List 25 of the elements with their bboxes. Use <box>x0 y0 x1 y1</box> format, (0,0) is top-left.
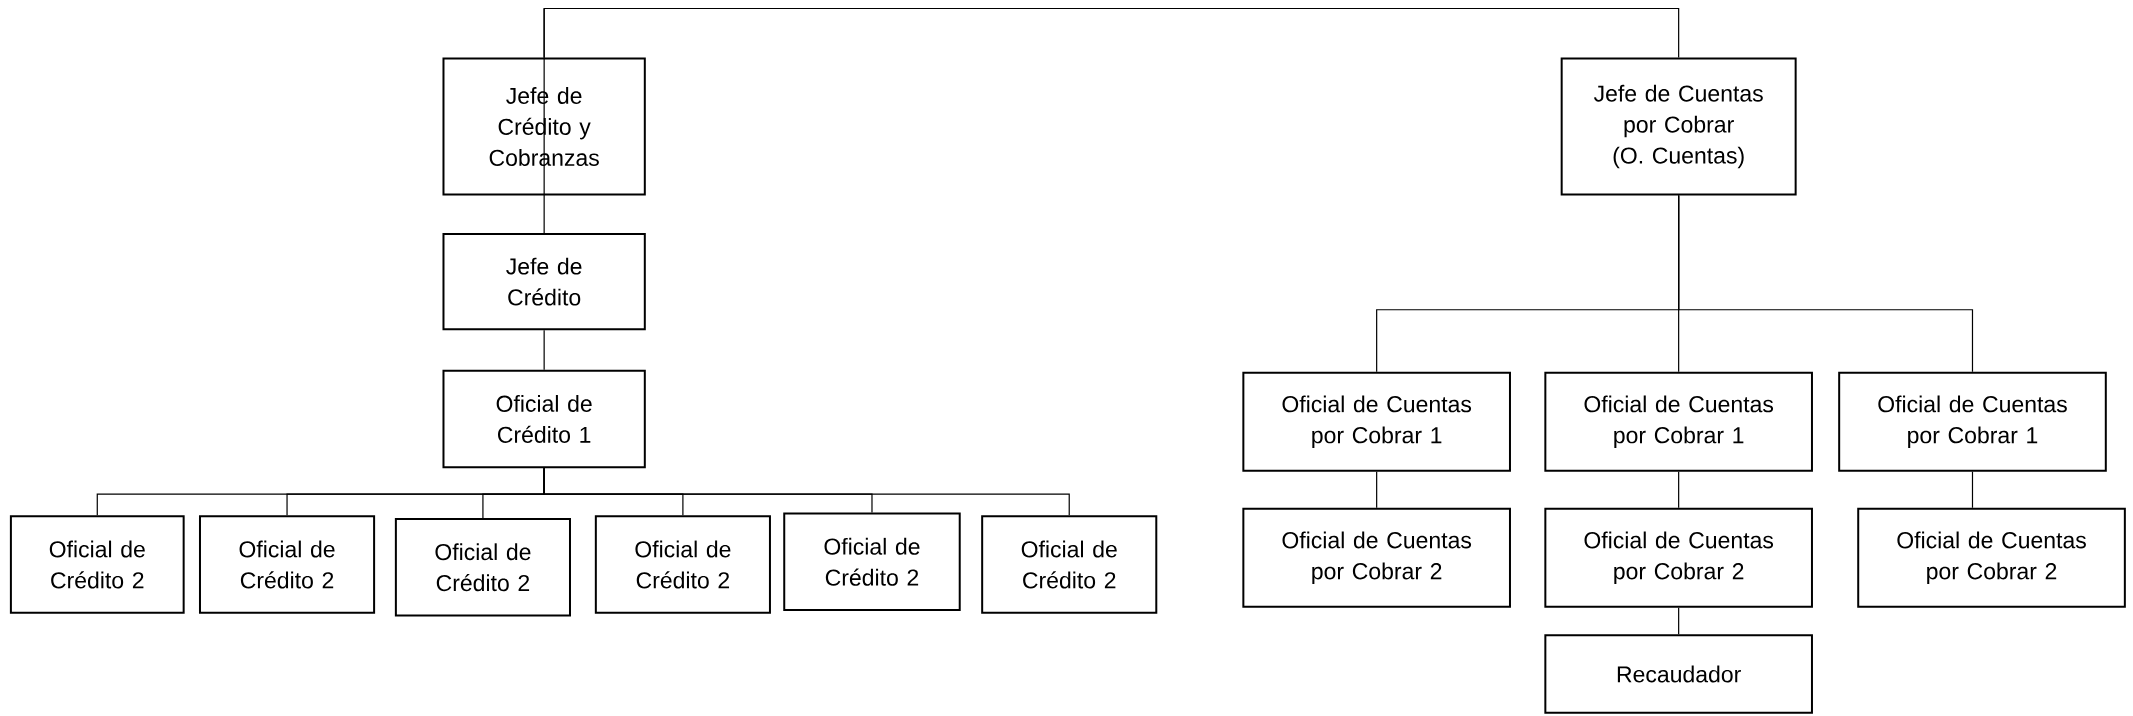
connector-line <box>543 329 545 371</box>
org-box: Oficial de Crédito 2 <box>981 515 1158 615</box>
org-box: Oficial de Cuentas por Cobrar 2 <box>1242 508 1511 608</box>
org-box: Jefe de Cuentas por Cobrar (O. Cuentas) <box>1560 57 1797 196</box>
org-box: Oficial de Cuentas por Cobrar 2 <box>1857 508 2126 608</box>
connector-line <box>1678 607 1680 636</box>
org-box: Oficial de Cuentas por Cobrar 1 <box>1838 371 2107 472</box>
org-box: Oficial de Crédito 2 <box>594 515 771 615</box>
org-box: Jefe de Crédito <box>442 233 646 331</box>
org-box: Oficial de Cuentas por Cobrar 2 <box>1544 508 1813 608</box>
connector-line <box>543 8 1680 59</box>
connector-line <box>1678 471 1680 509</box>
org-box: Oficial de Crédito 2 <box>783 512 961 612</box>
connector-line <box>1376 471 1378 509</box>
org-box: Oficial de Cuentas por Cobrar 1 <box>1544 371 1813 472</box>
org-box: Oficial de Cuentas por Cobrar 1 <box>1242 371 1511 472</box>
connector-line <box>1678 195 1974 373</box>
connector-line <box>1971 471 1974 509</box>
org-box: Oficial de Crédito 1 <box>442 369 646 469</box>
org-box: Oficial de Crédito 2 <box>9 515 185 615</box>
connector-line <box>543 8 545 234</box>
connector-line <box>543 467 1070 517</box>
org-box: Recaudador <box>1544 634 1813 715</box>
org-box: Oficial de Crédito 2 <box>394 518 571 617</box>
org-box: Oficial de Crédito 2 <box>199 515 376 615</box>
